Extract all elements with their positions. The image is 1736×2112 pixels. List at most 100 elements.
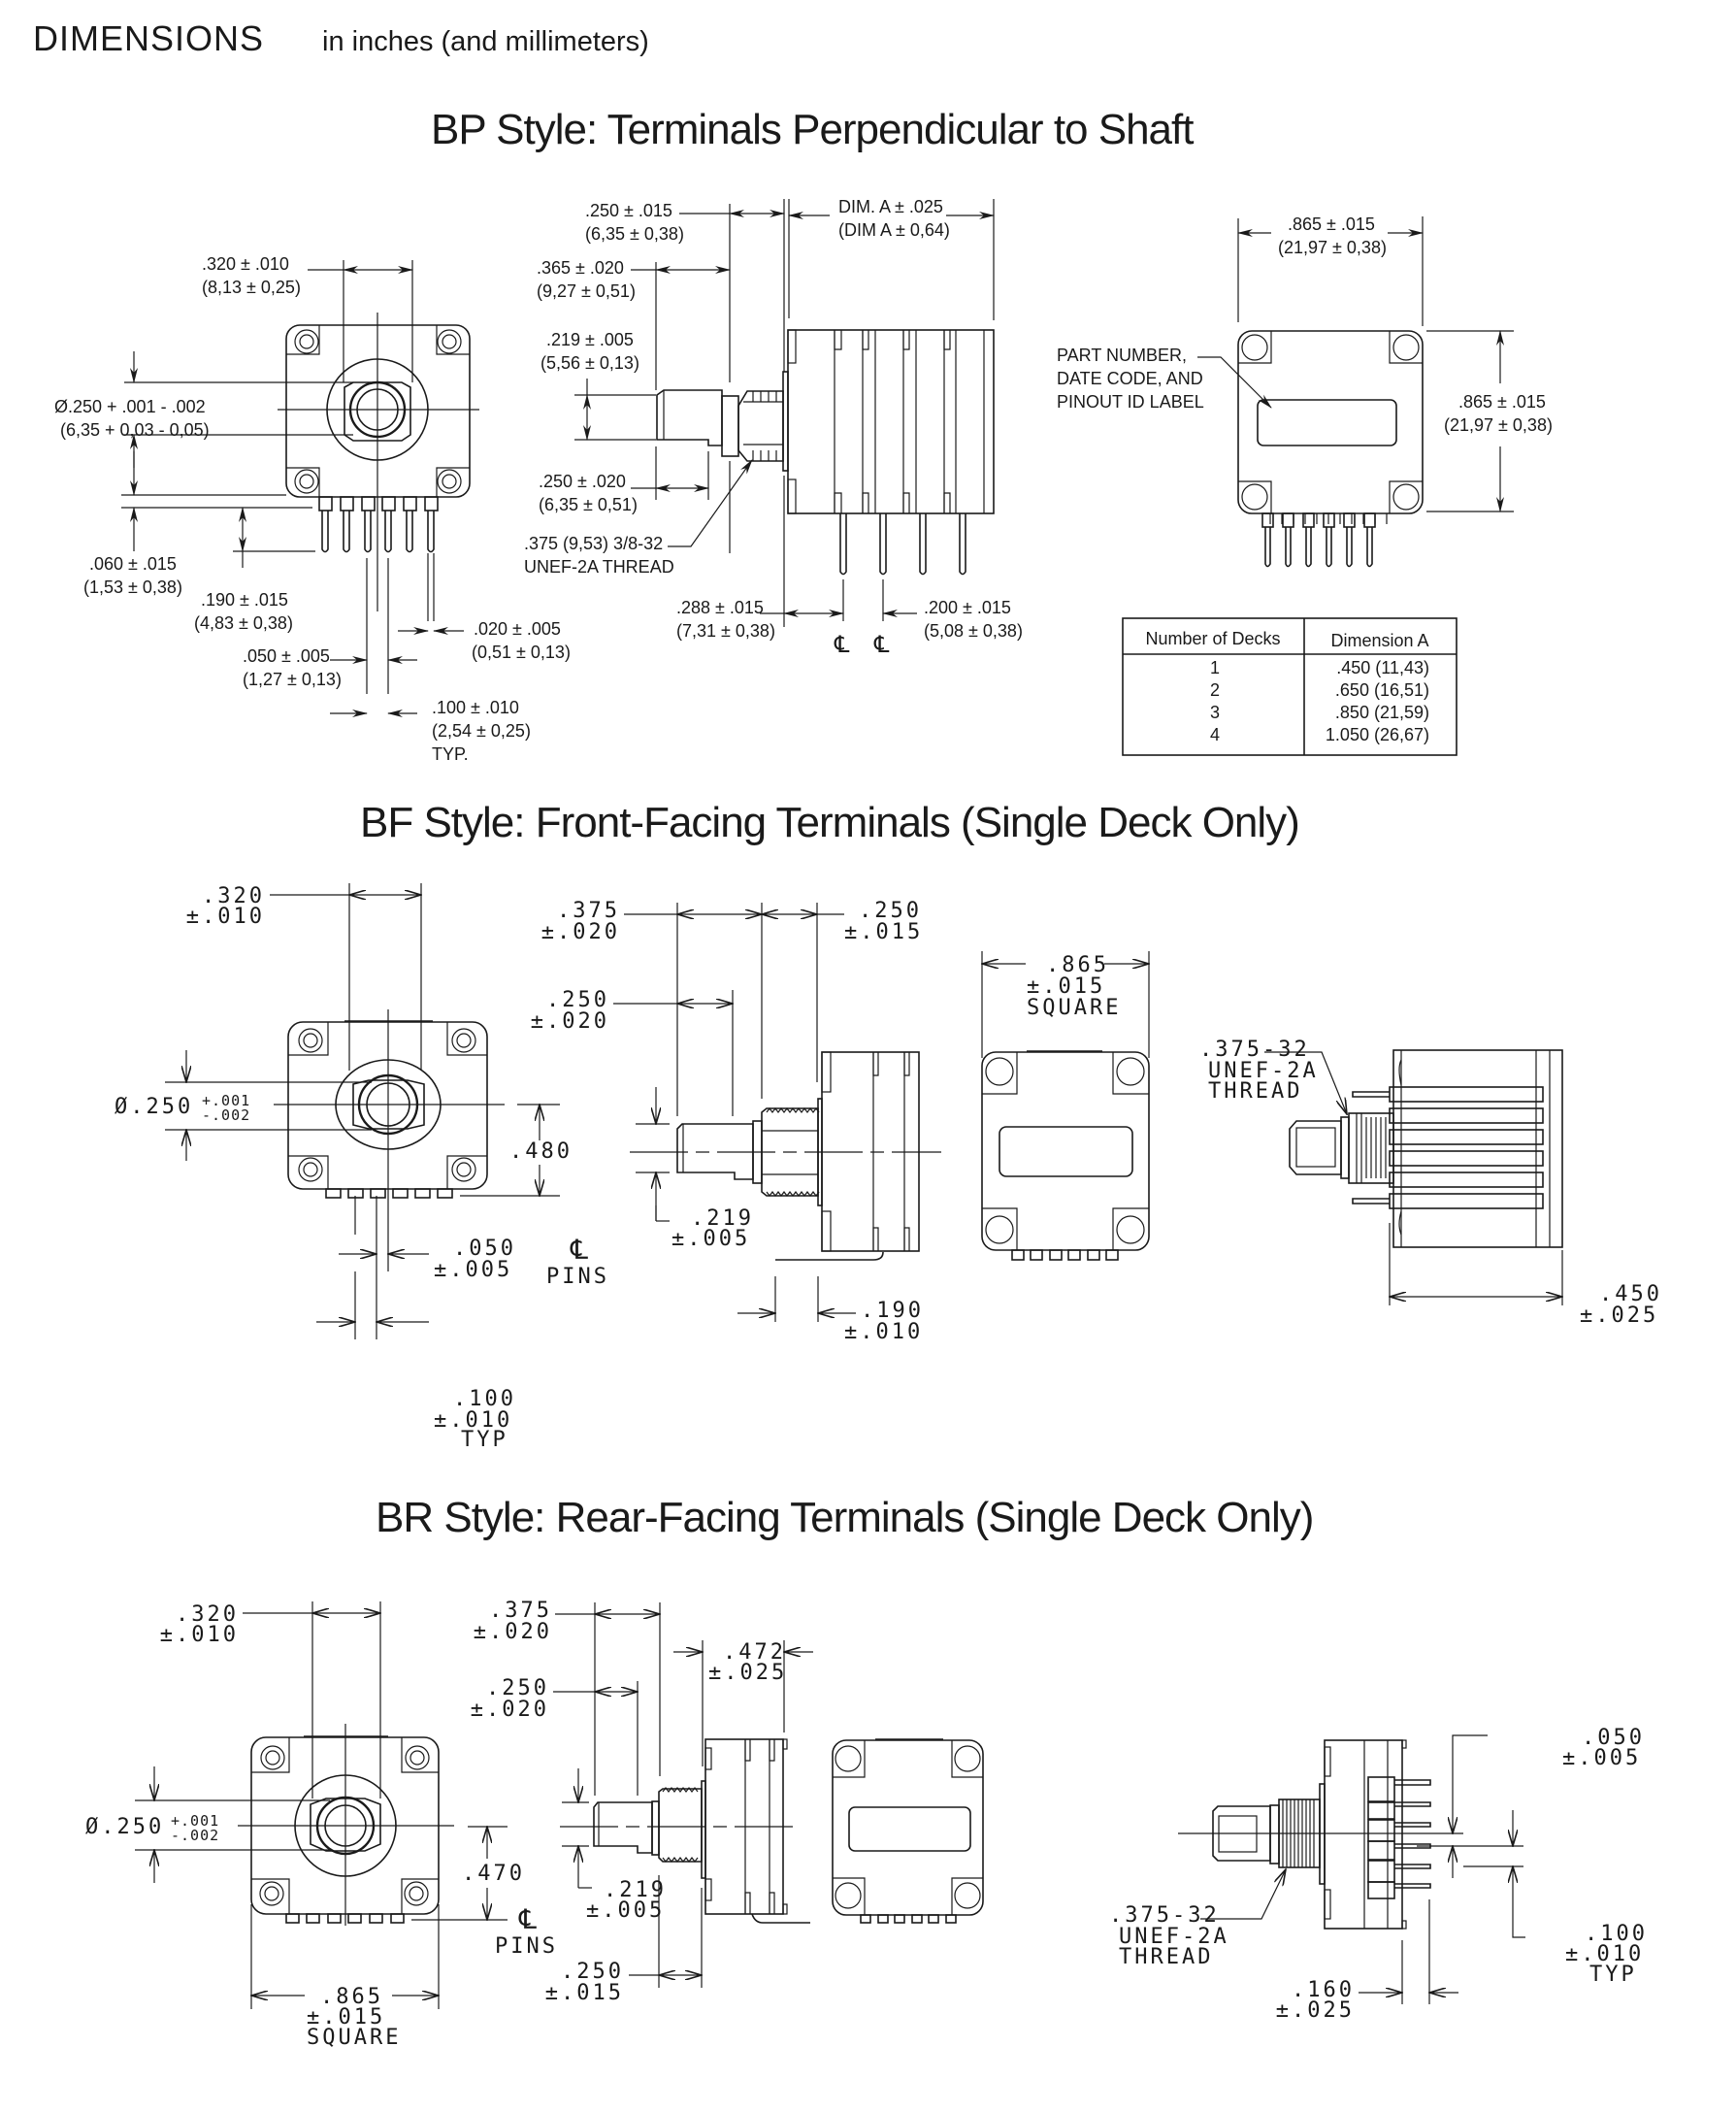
br-front-dia-minus: -.002 <box>171 1827 219 1844</box>
bf-front-height: .480 <box>509 1139 573 1164</box>
bp-front-pinw-in: .020 ± .005 <box>474 619 561 639</box>
bf-front-width-1: .320 <box>202 884 265 908</box>
bp-section-title: BP Style: Terminals Perpendicular to Sha… <box>431 106 1194 153</box>
bp-front-offset-in: .050 ± .005 <box>243 646 330 666</box>
dimension-a-table <box>1122 617 1458 756</box>
table-row: 3 .850 (21,59) <box>1210 703 1429 722</box>
br-pitch-2: ±.010 <box>1565 1942 1644 1966</box>
br-front-square-2: ±.015 <box>307 2005 385 2030</box>
bp-front-pinlen-mm: (4,83 ± 0,38) <box>194 613 293 633</box>
bp-centerline-symbol-1: ℄ <box>834 632 850 658</box>
bf-rear-width-2: ±.015 <box>1027 974 1105 999</box>
br-offset-2: ±.005 <box>1562 1746 1641 1770</box>
br-side-bush-2: ±.015 <box>545 1981 624 2005</box>
bp-side-shaft-in: .365 ± .020 <box>537 258 624 278</box>
br-side-depth-1: .472 <box>723 1640 786 1665</box>
bp-rear-width-mm: (21,97 ± 0,38) <box>1278 238 1387 257</box>
br-pitch-3: TYP <box>1589 1963 1637 1987</box>
bp-front-pinlen-in: .190 ± .015 <box>201 590 288 610</box>
bp-front-dia-in: Ø.250 + .001 - .002 <box>54 397 206 416</box>
bf-front-dia-minus: -.002 <box>202 1106 250 1124</box>
table-row: 1 .450 (11,43) <box>1210 658 1429 677</box>
br-side-bush-1: .250 <box>561 1960 624 1984</box>
bf-front-pins-label: PINS <box>546 1265 609 1289</box>
bp-front-view <box>121 260 479 717</box>
bf-side-tab-1: .190 <box>861 1299 924 1323</box>
br-front-dia: Ø.250 <box>85 1815 164 1839</box>
bp-rear-width-in: .865 ± .015 <box>1288 214 1375 234</box>
bp-side-view <box>574 199 995 627</box>
bf-front-dia-plus: +.001 <box>202 1092 250 1109</box>
br-rear-view <box>832 1738 984 1924</box>
bf-side-shaft-1: .375 <box>557 899 620 923</box>
bp-side-dima-in: DIM. A ± .025 <box>838 197 943 216</box>
bp-side-firstpin-in: .288 ± .015 <box>676 598 764 617</box>
br-thread-1: .375-32 <box>1109 1903 1220 1928</box>
br-front-square-1: .865 <box>320 1985 383 2009</box>
bp-front-pitch-typ: TYP. <box>432 744 469 764</box>
table-cell-decks: 3 <box>1210 703 1220 722</box>
table-cell-decks: 4 <box>1210 725 1220 744</box>
br-thread-3: THREAD <box>1119 1945 1213 1969</box>
br-side-flatlen-1: .250 <box>486 1676 549 1700</box>
table-header-dimension-a: Dimension A <box>1330 631 1428 650</box>
bp-front-pitch-in: .100 ± .010 <box>432 698 519 717</box>
bf-side-tab-2: ±.010 <box>844 1320 923 1344</box>
bf-side-flatlen-2: ±.020 <box>531 1009 609 1034</box>
br-front-pins-label: PINS <box>495 1934 558 1959</box>
bf-rear-width-1: .865 <box>1046 953 1109 977</box>
bf-rear-width-3: SQUARE <box>1027 996 1121 1020</box>
table-row: 4 1.050 (26,67) <box>1210 725 1429 744</box>
bp-side-flatlen-mm: (6,35 ± 0,51) <box>539 495 638 514</box>
br-front-view <box>135 1601 508 2009</box>
bf-front-view <box>165 883 560 1339</box>
bp-side-bush-mm: (6,35 ± 0,38) <box>585 224 684 244</box>
bf-thread-2: UNEF-2A <box>1208 1059 1319 1083</box>
bf-front-pitch-3: TYP <box>461 1428 508 1452</box>
br-front-height: .470 <box>462 1862 525 1886</box>
bf-side-bush-2: ±.015 <box>844 920 923 944</box>
bp-rear-label-3: PINOUT ID LABEL <box>1057 392 1204 412</box>
table-header-decks: Number of Decks <box>1145 629 1280 648</box>
bf-front-width-2: ±.010 <box>186 905 265 929</box>
bf-side-flat-2: ±.005 <box>671 1227 750 1251</box>
bf-depth-2: ±.025 <box>1580 1304 1658 1328</box>
bp-side-dima-mm: (DIM A ± 0,64) <box>838 220 950 240</box>
br-section-title: BR Style: Rear-Facing Terminals (Single … <box>376 1494 1313 1541</box>
bf-side-view <box>613 903 941 1322</box>
bf-side-flat-1: .219 <box>691 1206 754 1231</box>
bp-front-pinw-mm: (0,51 ± 0,13) <box>472 643 571 662</box>
table-cell-dim-a: .650 (16,51) <box>1335 680 1429 700</box>
table-cell-dim-a: 1.050 (26,67) <box>1326 725 1429 744</box>
bp-side-thread-1: .375 (9,53) 3/8-32 <box>524 534 663 553</box>
bf-front-centerline-symbol: ℄ <box>570 1235 588 1265</box>
bf-front-offset-1: .050 <box>453 1237 516 1261</box>
bp-front-gap-mm: (1,53 ± 0,38) <box>83 578 182 597</box>
bp-front-offset-mm: (1,27 ± 0,13) <box>243 670 342 689</box>
bf-rear-view <box>982 951 1149 1261</box>
br-side-shaft-2: ±.020 <box>474 1620 552 1644</box>
bf-front-dia: Ø.250 <box>115 1095 193 1119</box>
bf-side-shaft-2: ±.020 <box>541 920 620 944</box>
bp-side-flatlen-in: .250 ± .020 <box>539 472 626 491</box>
bp-rear-height-mm: (21,97 ± 0,38) <box>1444 415 1553 435</box>
br-front-square-3: SQUARE <box>307 2026 401 2050</box>
br-side-shaft-1: .375 <box>489 1599 552 1623</box>
table-cell-decks: 1 <box>1210 658 1220 677</box>
bp-front-dia-mm: (6,35 + 0,03 - 0,05) <box>60 420 210 440</box>
table-cell-decks: 2 <box>1210 680 1220 700</box>
bp-rear-view <box>1197 216 1514 568</box>
br-offset-1: .050 <box>1582 1726 1645 1750</box>
table-cell-dim-a: .850 (21,59) <box>1335 703 1429 722</box>
bp-side-flat-mm: (5,56 ± 0,13) <box>540 353 639 373</box>
bf-front-pitch-2: ±.010 <box>434 1408 512 1433</box>
br-pitch-1: .100 <box>1585 1922 1648 1946</box>
br-front-width-2: ±.010 <box>160 1623 239 1647</box>
br-terminal-side-view <box>1178 1734 1525 2004</box>
bp-side-deckpitch-mm: (5,08 ± 0,38) <box>924 621 1023 641</box>
bp-side-deckpitch-in: .200 ± .015 <box>924 598 1011 617</box>
bf-terminal-side-view <box>1264 1049 1562 1305</box>
bp-front-width-in: .320 ± .010 <box>202 254 289 274</box>
bp-side-flat-in: .219 ± .005 <box>546 330 634 349</box>
br-front-width-1: .320 <box>176 1602 239 1627</box>
